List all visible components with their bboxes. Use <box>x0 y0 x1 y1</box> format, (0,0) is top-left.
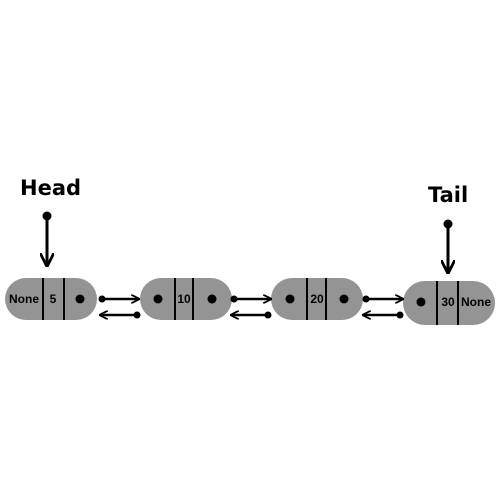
node-prev-pointer-dot <box>285 294 295 304</box>
tail-label: Tail <box>428 183 468 207</box>
list-node-3: 20 <box>271 278 363 320</box>
list-node-1: None 5 <box>5 278 97 320</box>
link-3-4 <box>363 296 404 319</box>
node-value: 20 <box>310 292 324 306</box>
tail-pointer: Tail <box>428 183 468 271</box>
list-node-2: 10 <box>140 278 232 320</box>
node-prev-pointer-dot <box>153 294 163 304</box>
node-body <box>403 281 495 325</box>
node-value: 5 <box>50 292 57 306</box>
node-next-pointer-dot <box>339 294 349 304</box>
head-pointer: Head <box>20 176 81 264</box>
list-node-4: 30 None <box>403 281 495 325</box>
node-body <box>271 278 363 320</box>
link-2-3 <box>231 296 272 319</box>
node-next-pointer: None <box>461 295 491 309</box>
node-next-pointer-dot <box>207 294 217 304</box>
node-body <box>140 278 232 320</box>
link-1-2 <box>98 296 141 319</box>
node-prev-pointer: None <box>9 292 39 306</box>
head-label: Head <box>20 176 81 200</box>
node-value: 10 <box>177 292 191 306</box>
node-value: 30 <box>441 295 455 309</box>
node-prev-pointer-dot <box>416 297 426 307</box>
node-next-pointer-dot <box>75 294 85 304</box>
node-body <box>5 278 97 320</box>
